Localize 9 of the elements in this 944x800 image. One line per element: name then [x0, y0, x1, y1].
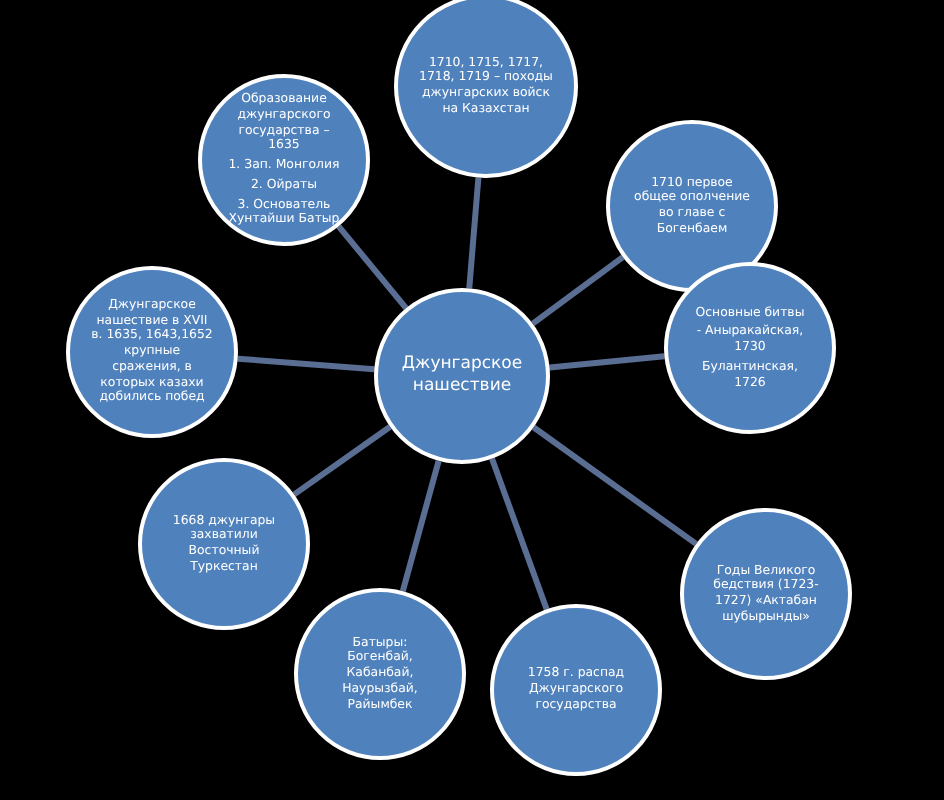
connector-line [399, 460, 442, 592]
connector-line [531, 254, 625, 327]
connector-line [489, 457, 550, 611]
connector-line [466, 177, 482, 289]
connector-line [336, 224, 409, 310]
connector-line [292, 424, 392, 497]
connector-line [549, 353, 665, 371]
connector-line [237, 355, 375, 373]
circle-text: Джунгарское нашествие [399, 354, 525, 398]
